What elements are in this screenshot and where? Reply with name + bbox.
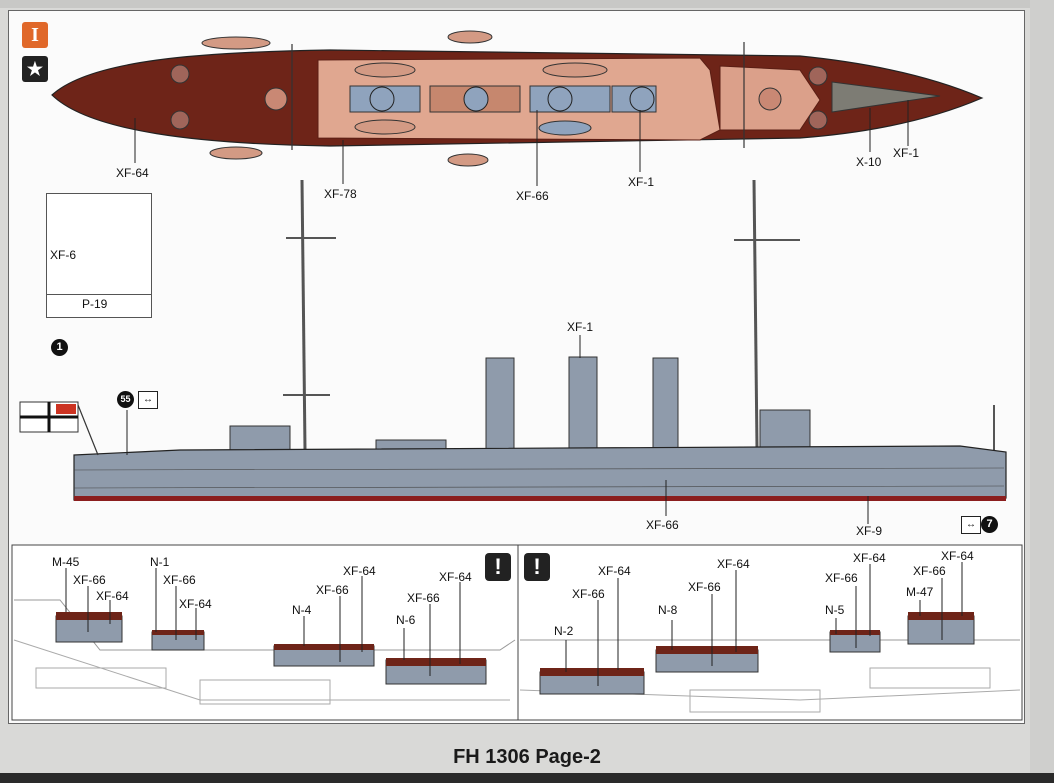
- left-label-xf66-c: XF-66: [316, 583, 349, 597]
- right-label-xf64-c: XF-64: [853, 551, 886, 565]
- right-label-xf64-a: XF-64: [598, 564, 631, 578]
- flip-icon-right: ↔: [961, 516, 981, 534]
- callout-7: 7: [981, 516, 998, 533]
- inset-box: [46, 193, 152, 318]
- right-label-n8: N-8: [658, 603, 678, 617]
- inset-part-number: P-19: [82, 297, 108, 311]
- scan-bottom-bar: [0, 773, 1054, 783]
- left-label-xf66-b: XF-66: [163, 573, 196, 587]
- ship-side-view: [19, 179, 1007, 524]
- top-label-xf66: XF-66: [516, 189, 549, 203]
- left-label-xf66-a: XF-66: [73, 573, 106, 587]
- left-label-m45: M-45: [52, 555, 80, 569]
- inset-divider: [46, 294, 152, 295]
- callout-1: 1: [51, 339, 68, 356]
- right-label-xf66-d: XF-66: [913, 564, 946, 578]
- left-label-xf66-d: XF-66: [407, 591, 440, 605]
- warning-icon-right: !: [524, 553, 550, 581]
- side-label-funnel: XF-1: [567, 320, 594, 334]
- right-label-xf64-d: XF-64: [941, 549, 974, 563]
- right-label-xf66-c: XF-66: [825, 571, 858, 585]
- warning-icon-left: !: [485, 553, 511, 581]
- right-label-m47: M-47: [906, 585, 934, 599]
- callout-55: 55: [117, 391, 134, 408]
- side-label-hull: XF-66: [646, 518, 679, 532]
- bottom-panels: [11, 544, 1023, 721]
- left-label-n1: N-1: [150, 555, 170, 569]
- top-label-xf64: XF-64: [116, 166, 149, 180]
- right-label-n2: N-2: [554, 624, 574, 638]
- left-label-xf64-a: XF-64: [96, 589, 129, 603]
- right-label-xf66-b: XF-66: [688, 580, 721, 594]
- star-badge: ★: [22, 56, 48, 82]
- ship-top-view: [51, 30, 984, 186]
- right-label-xf66-a: XF-66: [572, 587, 605, 601]
- top-label-xf1-center: XF-1: [628, 175, 655, 189]
- top-label-xf1-bow: XF-1: [893, 146, 920, 160]
- left-label-xf64-d: XF-64: [439, 570, 472, 584]
- right-label-xf64-b: XF-64: [717, 557, 750, 571]
- scan-right-edge: [1030, 0, 1054, 783]
- flip-icon-left: ↔: [138, 391, 158, 409]
- page-footer-title: FH 1306 Page-2: [453, 746, 601, 768]
- side-label-waterline: XF-9: [856, 524, 883, 538]
- right-label-n5: N-5: [825, 603, 845, 617]
- top-label-xf78: XF-78: [324, 187, 357, 201]
- left-label-xf64-c: XF-64: [343, 564, 376, 578]
- left-label-n4: N-4: [292, 603, 312, 617]
- scan-top-edge: [0, 0, 1054, 8]
- inset-part-label: XF-6: [50, 248, 77, 262]
- left-label-n6: N-6: [396, 613, 416, 627]
- top-label-x10: X-10: [856, 155, 882, 169]
- left-label-xf64-b: XF-64: [179, 597, 212, 611]
- step-badge: I: [22, 22, 48, 48]
